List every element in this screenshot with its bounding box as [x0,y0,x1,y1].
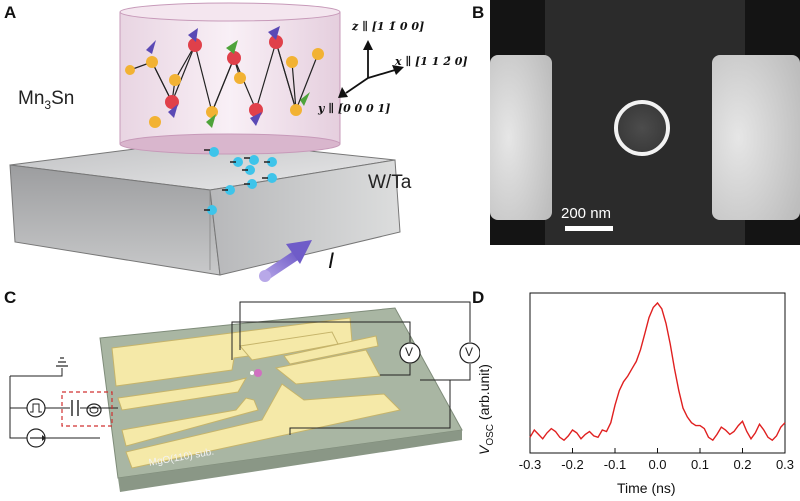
axis-z-label: z ∥ [1 1̄ 0 0] [352,20,425,33]
sem-left-pad [490,55,552,220]
panel-letter-b: B [472,3,485,22]
x-tick-label: 0.0 [648,457,666,472]
current-label: I [328,248,335,273]
inductor-icon [86,403,102,417]
bias-tee-box [61,391,113,427]
axis-y-label: y ∥ [0 0 0 1] [318,102,391,115]
voltmeter-1-label: V [405,345,414,359]
coordinate-axes [338,40,404,98]
x-ticks: -0.3 -0.2 -0.1 0.0 0.1 0.2 0.3 [519,448,794,472]
pulse-generator-icon [26,398,46,418]
material-label: Mn3Sn [18,88,75,112]
scale-bar [565,226,613,231]
x-tick-label: 0.2 [733,457,751,472]
panel-letter-c: C [4,288,17,307]
axis-x-label: x ∥ [1 1 2̄ 0] [395,55,468,68]
panel-a-illustration [9,2,404,282]
x-tick-label: 0.1 [691,457,709,472]
panel-letter-d: D [472,288,485,307]
sem-nanodot [614,100,670,156]
x-tick-label: -0.2 [561,457,583,472]
sem-right-pad [712,55,800,220]
circuit-wiring [9,301,471,439]
y-axis-label: VOSC (arb.unit) [476,364,496,455]
panel-letter-a: A [4,3,17,22]
x-tick-label: -0.3 [519,457,541,472]
current-arrow [259,240,312,282]
oscillation-chart: -0.3 -0.2 -0.1 0.0 0.1 0.2 0.3 [519,292,794,472]
tungsten-slab [9,139,401,276]
spin-electrons [204,147,277,215]
x-tick-label: 0.3 [776,457,794,472]
mn3sn-cylinder [119,2,341,155]
voltmeter-2-icon [459,342,480,364]
capacitor-icon [71,400,79,416]
x-tick-label: -0.1 [604,457,626,472]
voltage-trace [529,301,786,442]
atom-spheres [125,35,324,128]
ground-symbol [56,357,68,367]
sample-dot [254,369,262,377]
layer-label: W/Ta [368,172,412,193]
plot-frame [529,292,786,454]
substrate-front [118,430,462,492]
device-schematic [9,301,480,492]
scale-bar-label: 200 nm [561,205,612,222]
x-axis-label: Time (ns) [617,480,676,496]
sem-micrograph [490,0,800,245]
voltmeter-1-icon [399,342,421,364]
current-source-icon [26,428,46,448]
spin-arrows [146,26,310,128]
voltmeter-2-label: V [465,345,474,359]
